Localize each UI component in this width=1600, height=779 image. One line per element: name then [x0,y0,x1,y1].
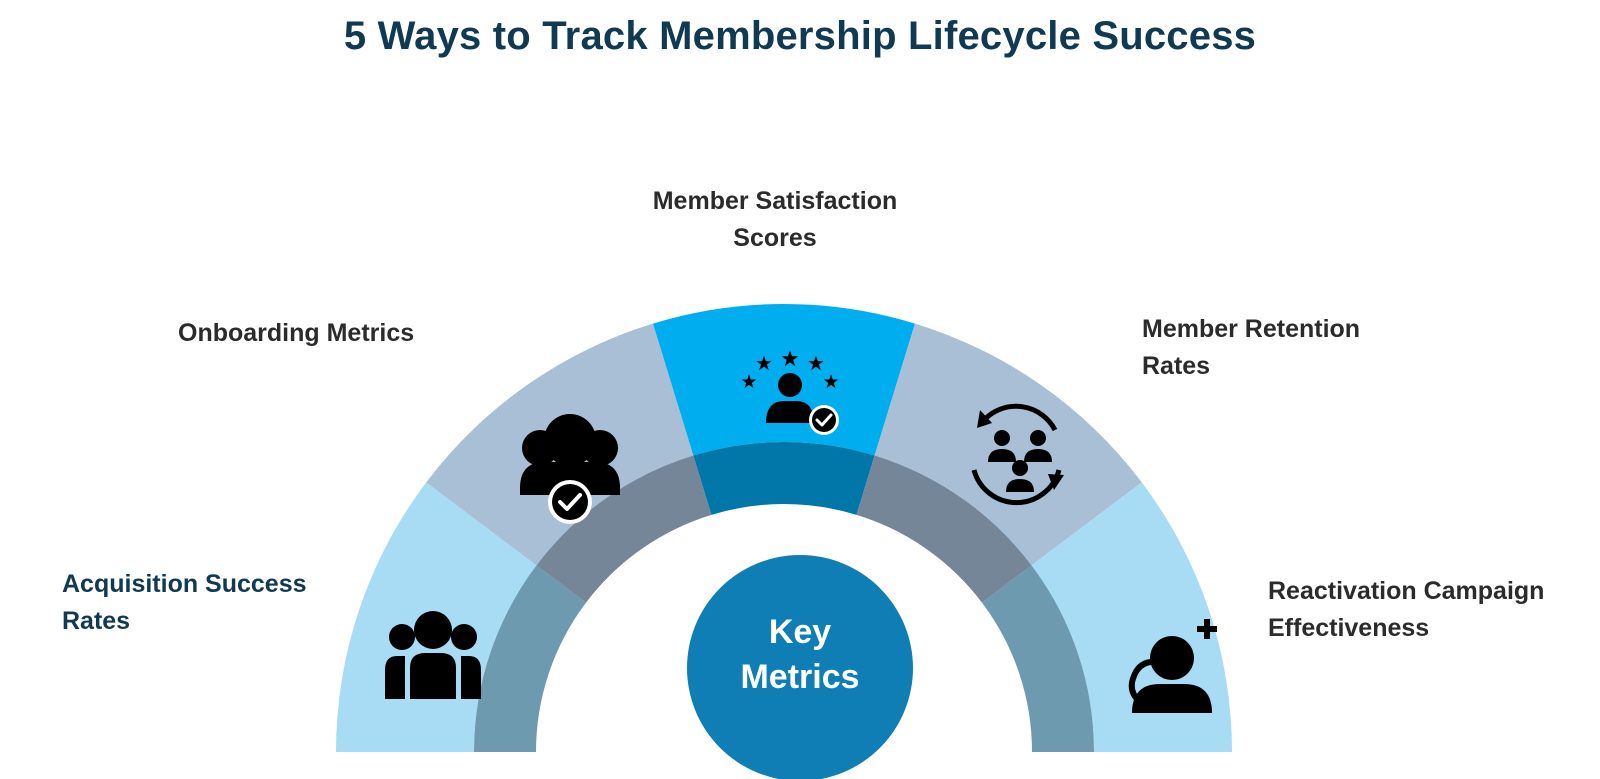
satisfaction-label-line1: Member Satisfaction [652,187,898,215]
star-rating-user-icon: ★ ★ ★ ★ ★ [740,347,840,435]
reactivation-label-line1: Reactivation Campaign [1268,577,1545,605]
svg-text:★: ★ [755,351,773,375]
add-user-icon [1128,619,1217,713]
svg-text:★: ★ [740,371,757,393]
segment-outer-4 [874,323,1142,566]
retention-label-line1: Member Retention [1142,315,1361,343]
retention-cycle-icon [971,403,1064,506]
center-label-line1: Key [768,613,832,651]
acquisition-label-line1: Acquisition Success [62,570,307,598]
segment-inner-3 [693,441,875,515]
reactivation-label-line2: Effectiveness [1268,614,1430,642]
segment-inner-5 [982,565,1094,752]
satisfaction-label-line2: Scores [733,224,817,252]
svg-text:★: ★ [807,351,825,375]
onboarding-metrics-label: Onboarding Metrics [178,315,478,352]
segment-inner-1 [474,565,586,752]
svg-text:★: ★ [780,347,800,372]
acquisition-label-line2: Rates [62,607,131,635]
segment-inner-4 [856,455,1032,603]
center-label: Key Metrics [700,610,900,700]
center-circle [687,555,913,779]
svg-text:★: ★ [822,371,839,393]
team-check-icon [520,414,620,524]
reactivation-campaign-label: Reactivation Campaign Effectiveness [1268,573,1588,647]
segment-inner-2 [536,455,712,603]
acquisition-success-label: Acquisition Success Rates [62,566,352,640]
center-label-line2: Metrics [740,658,860,696]
member-satisfaction-label: Member Satisfaction Scores [630,183,920,257]
onboarding-label-line1: Onboarding Metrics [178,319,415,347]
group-icon [385,611,481,699]
retention-label-line2: Rates [1142,352,1211,380]
member-retention-label: Member Retention Rates [1142,311,1422,385]
page-title: 5 Ways to Track Membership Lifecycle Suc… [343,14,1257,58]
